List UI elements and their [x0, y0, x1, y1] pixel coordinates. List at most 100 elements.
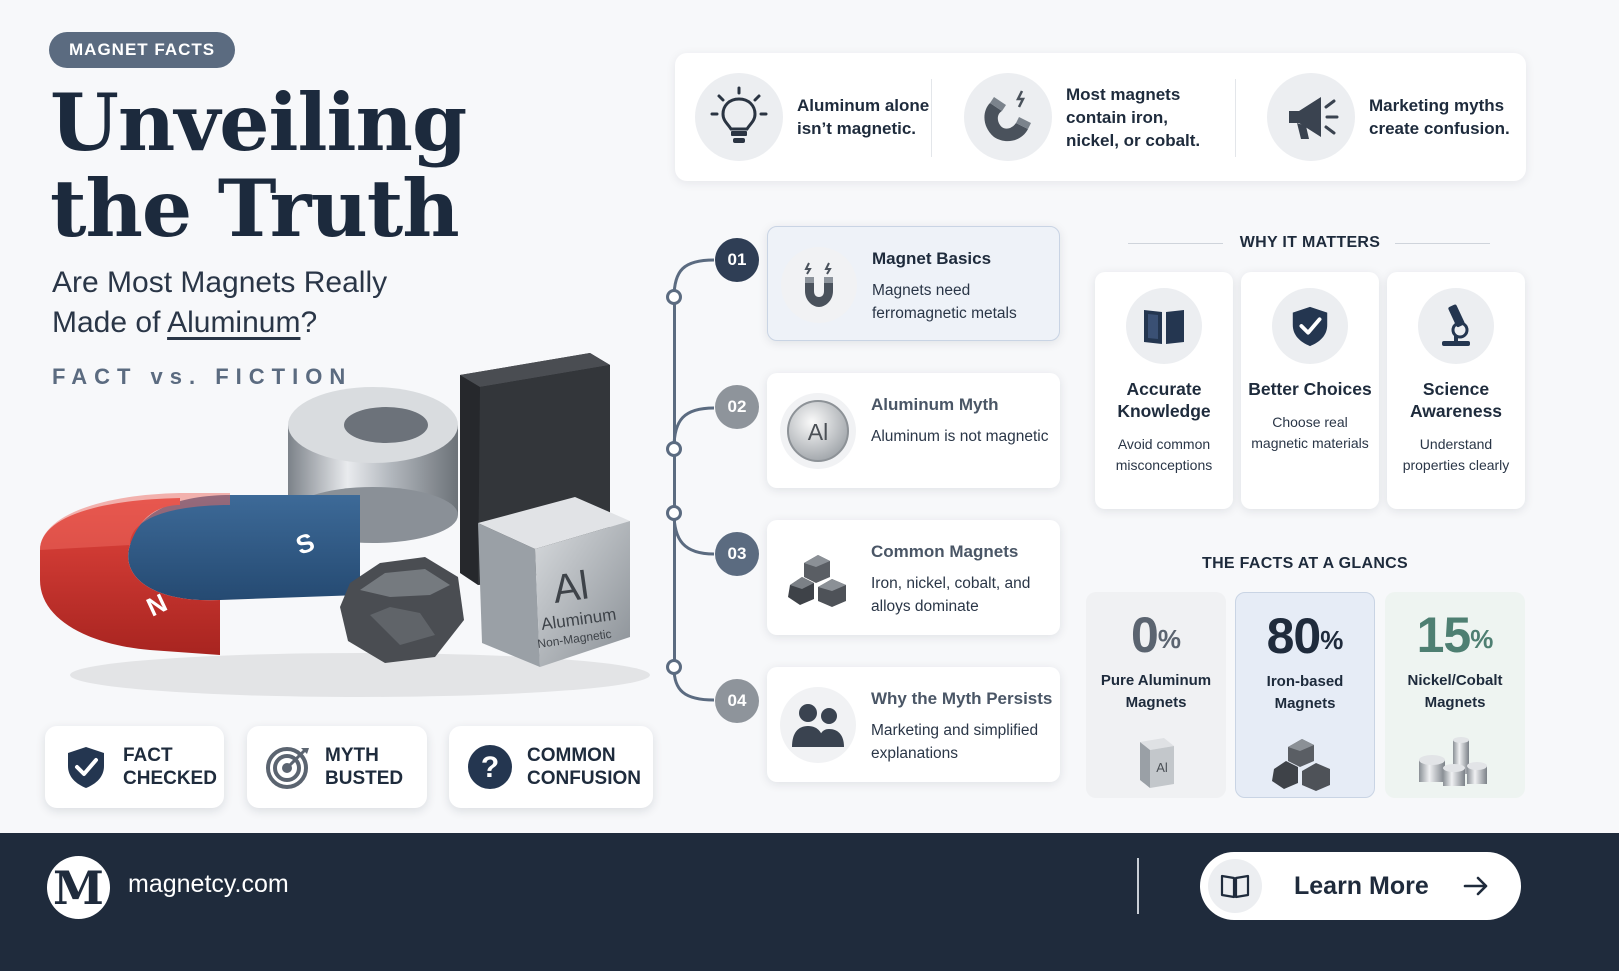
learn-more-label: Learn More	[1294, 871, 1429, 900]
stat-card-iron-based: 80% Iron-based Magnets	[1235, 592, 1375, 798]
megaphone-icon	[1267, 73, 1355, 161]
page-subtitle: Are Most Magnets Really Made of Aluminum…	[52, 263, 572, 343]
why-card-description: Understand properties clearly	[1402, 436, 1510, 473]
step-number: 01	[715, 238, 759, 282]
divider	[931, 79, 932, 157]
arrow-right-icon	[1463, 876, 1488, 896]
horseshoe-magnet: S N	[40, 493, 360, 655]
key-fact-aluminum: Aluminum alone isn’t magnetic.	[695, 53, 947, 181]
section-rule	[1128, 243, 1223, 244]
stat-label: Iron-based Magnets	[1266, 673, 1344, 712]
timeline-connectors	[672, 258, 715, 702]
step-title: Common Magnets	[871, 542, 1019, 561]
why-card-title: Better Choices	[1248, 379, 1372, 399]
stat-number: 0	[1131, 607, 1159, 663]
subtitle-line-2: Made of Aluminum?	[52, 303, 572, 343]
badge-label-line-1: COMMON	[527, 745, 616, 766]
footer-divider	[1137, 858, 1139, 914]
stat-card-nickel-cobalt: 15% Nickel/Cobalt Magnets	[1385, 592, 1525, 798]
metal-cylinders-image	[1419, 737, 1487, 786]
subtitle-made-of: Made of	[52, 306, 168, 339]
why-card-description: Choose real magnetic materials	[1251, 414, 1369, 451]
learn-more-button[interactable]: Learn More	[1200, 852, 1521, 920]
key-fact-text: Most magnets contain iron, nickel, or co…	[1066, 84, 1201, 150]
key-fact-marketing: Marketing myths create confusion.	[1267, 53, 1519, 181]
stat-value: 0%	[1086, 606, 1226, 664]
step-card-aluminum-myth[interactable]: Al Aluminum Myth Aluminum is not magneti…	[767, 373, 1060, 488]
target-icon	[266, 747, 309, 789]
step-number: 04	[715, 679, 759, 723]
key-facts-bar	[675, 53, 1526, 181]
step-description: Marketing and simplified explanations	[871, 722, 1039, 762]
timeline-dot	[666, 659, 682, 675]
question-icon: ?	[468, 745, 512, 789]
step-title: Aluminum Myth	[871, 395, 999, 414]
step-number: 02	[715, 385, 759, 429]
magnet-icon	[781, 247, 857, 323]
website-link[interactable]: magnetcy.com	[128, 870, 289, 898]
badge-label-line-1: FACT	[123, 745, 173, 766]
step-description: Aluminum is not magnetic	[871, 428, 1049, 445]
badge-label-line-2: CHECKED	[123, 768, 217, 789]
shield-check-icon	[68, 747, 104, 788]
timeline-dot	[666, 441, 682, 457]
why-card-description: Avoid common misconceptions	[1115, 436, 1213, 473]
title-line-2: the Truth	[50, 162, 460, 255]
step-card-common-magnets[interactable]: Common Magnets Iron, nickel, cobalt, and…	[767, 520, 1060, 635]
stat-value: 15%	[1385, 606, 1525, 664]
book-icon	[1126, 288, 1202, 364]
why-card-accurate-knowledge: Accurate Knowledge Avoid common misconce…	[1095, 272, 1233, 509]
key-fact-magnet-metals: Most magnets contain iron, nickel, or co…	[964, 53, 1216, 181]
stat-unit: %	[1157, 624, 1181, 654]
people-icon	[780, 687, 856, 763]
step-card-magnet-basics[interactable]: Magnet Basics Magnets need ferromagnetic…	[767, 226, 1060, 341]
why-card-better-choices: Better Choices Choose real magnetic mate…	[1241, 272, 1379, 509]
stat-unit: %	[1320, 625, 1344, 655]
stat-value: 80%	[1236, 607, 1374, 665]
stat-card-pure-aluminum: 0% Pure Aluminum Magnets Al	[1086, 592, 1226, 798]
horseshoe-magnet-icon	[964, 73, 1052, 161]
why-it-matters-title: WHY IT MATTERS	[1239, 234, 1381, 251]
step-title: Why the Myth Persists	[871, 689, 1053, 708]
subtitle-end: ?	[300, 306, 318, 339]
timeline-dot	[666, 505, 682, 521]
facts-at-a-glance-title: THE FACTS AT A GLANCS	[1202, 555, 1408, 572]
cube-symbol: Al	[550, 563, 591, 612]
magnet-materials-illustration: S N Al Aluminum Non-Magnetic	[40, 353, 650, 697]
brand-logo[interactable]: M	[47, 856, 110, 919]
aluminum-cube-image: Al	[1140, 738, 1174, 788]
aluminum-cube: Al Aluminum Non-Magnetic	[478, 497, 630, 667]
title-line-1: Unveiling	[50, 76, 467, 169]
stat-label: Nickel/Cobalt Magnets	[1407, 672, 1503, 711]
badge-label-line-2: BUSTED	[325, 768, 404, 789]
subtitle-highlight: Aluminum	[167, 306, 301, 339]
step-card-myth-persists[interactable]: Why the Myth Persists Marketing and simp…	[767, 667, 1060, 782]
iron-nugget	[340, 557, 464, 663]
key-fact-text: Marketing myths create confusion.	[1369, 96, 1510, 138]
microscope-icon	[1418, 288, 1494, 364]
step-description: Magnets need ferromagnetic metals	[872, 282, 1017, 322]
divider	[1235, 79, 1236, 157]
timeline-line	[673, 297, 676, 669]
stat-number: 80	[1266, 608, 1322, 664]
step-description: Iron, nickel, cobalt, and alloys dominat…	[871, 575, 1031, 615]
aluminum-coin-icon: Al	[780, 393, 856, 469]
why-card-science-awareness: Science Awareness Understand properties …	[1387, 272, 1525, 509]
why-card-title: Science Awareness	[1409, 379, 1503, 421]
page-title: Unveiling the Truth	[50, 80, 610, 252]
timeline-dot	[666, 289, 682, 305]
metal-nuggets-icon	[780, 540, 856, 616]
badge-label-line-1: MYTH	[325, 745, 379, 766]
why-card-title: Accurate Knowledge	[1117, 379, 1211, 421]
step-title: Magnet Basics	[872, 249, 992, 268]
svg-text:?: ?	[481, 751, 499, 784]
cube-image-label: Al	[1156, 760, 1168, 775]
key-fact-text: Aluminum alone isn’t magnetic.	[797, 96, 930, 138]
ring-magnet	[288, 387, 458, 543]
stat-label: Pure Aluminum Magnets	[1100, 672, 1212, 711]
